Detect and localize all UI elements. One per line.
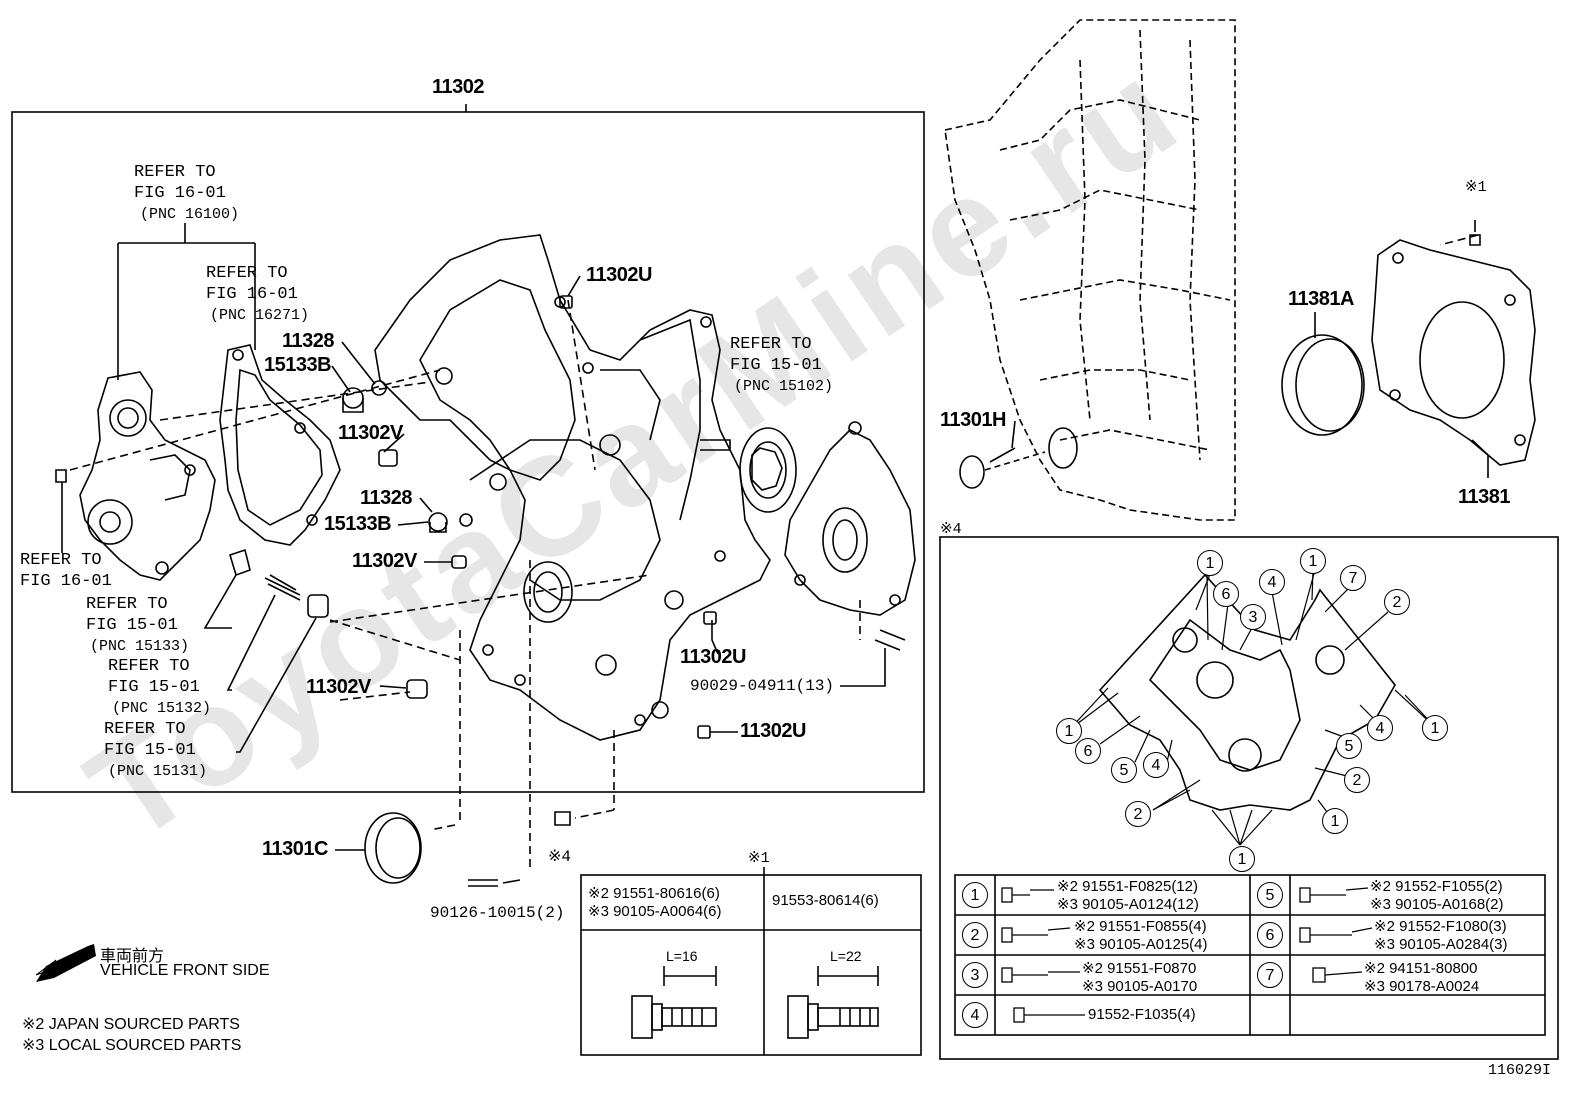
callout-6[interactable]: 6 (1075, 738, 1101, 764)
bolt-length-22: L=22 (830, 948, 862, 964)
oring-11301H-drawing (959, 455, 985, 489)
label-stud-90126[interactable]: 90126-10015(2) (430, 904, 565, 922)
table-row-num-3: 3 (962, 962, 988, 988)
label-11381[interactable]: 11381 (1458, 486, 1511, 508)
label-15133B-upper[interactable]: 15133B (264, 354, 332, 376)
label-11302V-middle[interactable]: 11302V (352, 550, 417, 572)
table-row-4[interactable]: 91552-F1035(4) (1088, 1006, 1196, 1023)
callout-1[interactable]: 1 (1322, 808, 1348, 834)
callout-5[interactable]: 5 (1336, 733, 1362, 759)
note-japan-sourced: ※2 JAPAN SOURCED PARTS (22, 1016, 240, 1033)
bolt-table-1: ※2 91551-80616(6) ※3 90105-A0064(6) (588, 884, 722, 920)
table-row-2[interactable]: ※2 91551-F0855(4)※3 90105-A0125(4) (1074, 918, 1208, 953)
label-mark-4-section: ※4 (940, 521, 962, 538)
bolt-table-1-grid (580, 867, 922, 1056)
table-row-num-4: 4 (962, 1002, 988, 1028)
label-11302U-top[interactable]: 11302U (586, 264, 652, 286)
water-pump-drawing (79, 371, 216, 581)
table-row-5[interactable]: ※2 91552-F1055(2)※3 90105-A0168(2) (1370, 878, 1504, 913)
timing-cover-drawing (374, 234, 771, 741)
group-box-11302 (11, 111, 925, 793)
label-11301C[interactable]: 11301C (262, 838, 328, 860)
callout-1[interactable]: 1 (1422, 715, 1448, 741)
callout-5[interactable]: 5 (1111, 757, 1137, 783)
label-11302U-lower[interactable]: 11302U (740, 720, 806, 742)
direction-jp: 車両前方 (100, 948, 165, 965)
callout-1[interactable]: 1 (1056, 718, 1082, 744)
table-row-num-1: 1 (962, 882, 988, 908)
alignment-lines (69, 234, 1479, 870)
callout-2[interactable]: 2 (1344, 767, 1370, 793)
seal-11381A-drawing (1281, 334, 1363, 436)
callout-1[interactable]: 1 (1197, 550, 1223, 576)
label-11328-lower[interactable]: 11328 (360, 487, 413, 509)
label-11328-upper[interactable]: 11328 (282, 330, 335, 352)
label-mark-4-small: ※4 (548, 848, 572, 866)
direction-en: VEHICLE FRONT SIDE (100, 962, 270, 979)
callout-2[interactable]: 2 (1384, 589, 1410, 615)
label-mark-1-top: ※1 (1465, 179, 1487, 196)
table-row-num-7: 7 (1257, 962, 1283, 988)
oil-pump-cover-drawing (784, 421, 916, 616)
engine-block-drawing (944, 19, 1236, 521)
bolt-table-2-grid (954, 874, 1546, 1036)
label-15133B-lower[interactable]: 15133B (324, 513, 392, 535)
table-row-6[interactable]: ※2 91552-F1080(3)※3 90105-A0284(3) (1374, 918, 1508, 953)
callout-4[interactable]: 4 (1143, 752, 1169, 778)
front-arrow (36, 944, 96, 982)
label-11302[interactable]: 11302 (432, 76, 485, 98)
leader-lines (61, 223, 1489, 884)
table-row-num-2: 2 (962, 922, 988, 948)
bolt-table-1-left-line1[interactable]: ※2 91551-80616(6) (588, 885, 720, 902)
table-row-num-6: 6 (1257, 922, 1283, 948)
bolt-table-1-drawings (631, 966, 879, 1039)
section-4-block-outline (1098, 573, 1396, 811)
label-mark-1-table: ※1 (748, 850, 770, 867)
callout-2[interactable]: 2 (1125, 801, 1151, 827)
note-local-sourced: ※3 LOCAL SOURCED PARTS (22, 1037, 242, 1054)
label-bolt-90029[interactable]: 90029-04911(13) (690, 677, 835, 695)
bolt-table-1-right[interactable]: 91553-80614(6) (772, 892, 879, 909)
label-11301H[interactable]: 11301H (940, 409, 1006, 431)
bolt-length-16: L=16 (666, 948, 698, 964)
callout-3[interactable]: 3 (1240, 604, 1266, 630)
callout-7[interactable]: 7 (1340, 565, 1366, 591)
callout-6[interactable]: 6 (1213, 581, 1239, 607)
table-row-num-5: 5 (1257, 882, 1283, 908)
bolt-table-2-drawings (1001, 887, 1373, 1023)
water-pump-gasket-drawing (219, 344, 341, 546)
label-11302V-upper[interactable]: 11302V (338, 422, 403, 444)
table-row-7[interactable]: ※2 94151-80800※3 90178-A0024 (1364, 960, 1480, 995)
bolt-table-1-left-line2[interactable]: ※3 90105-A0064(6) (588, 903, 722, 920)
callout-4[interactable]: 4 (1367, 715, 1393, 741)
callout-4[interactable]: 4 (1259, 569, 1285, 595)
label-11381A[interactable]: 11381A (1288, 288, 1354, 310)
figure-code: 116029I (1488, 1062, 1552, 1079)
retainer-11381-drawing (1371, 239, 1536, 466)
table-row-3[interactable]: ※2 91551-F0870※3 90105-A0170 (1082, 960, 1198, 995)
section-4-box (939, 536, 1559, 1060)
label-11302V-lower[interactable]: 11302V (306, 676, 371, 698)
oil-pump-rotor-drawing (739, 427, 797, 513)
label-11302U-middle[interactable]: 11302U (680, 646, 746, 668)
table-row-1[interactable]: ※2 91551-F0825(12)※3 90105-A0124(12) (1057, 878, 1199, 913)
callout-1[interactable]: 1 (1229, 846, 1255, 872)
callout-1[interactable]: 1 (1300, 548, 1326, 574)
seal-11301C-drawing (364, 812, 422, 884)
